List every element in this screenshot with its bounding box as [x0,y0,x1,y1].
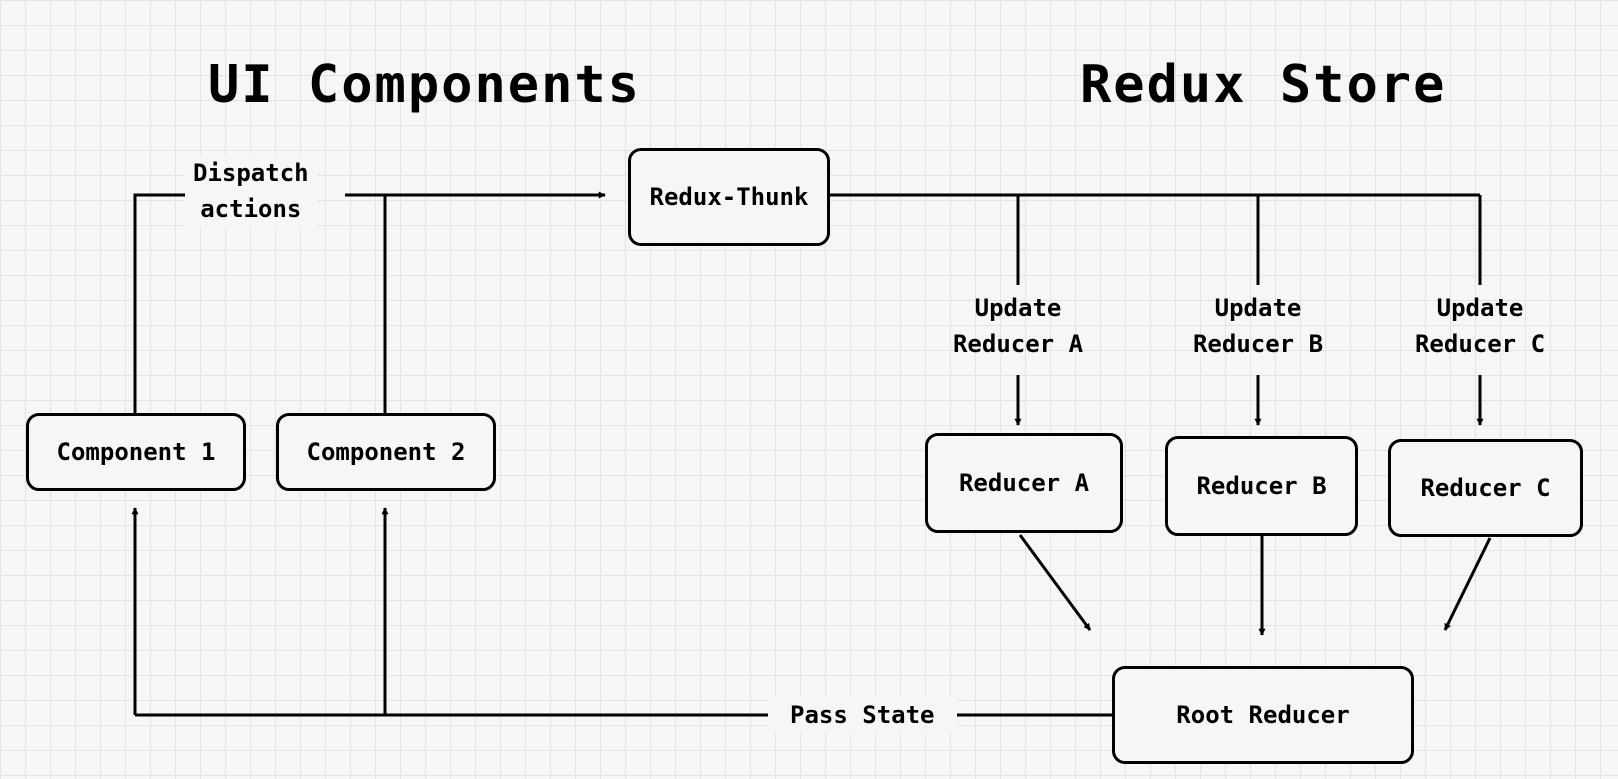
redux-thunk-node: Redux-Thunk [628,148,830,246]
update-a-line2: Reducer A [952,330,1084,358]
reducer-c-to-root-arrow [1443,537,1492,631]
dispatch-label-line2: actions [200,195,302,223]
dispatch-actions-label: Dispatch actions [185,155,317,227]
update-b-line1: Update [1214,294,1302,322]
dispatch-label-line1: Dispatch [193,159,309,187]
update-b-line2: Reducer B [1192,330,1324,358]
update-c-line2: Reducer C [1414,330,1546,358]
redux-store-heading: Redux Store [1080,55,1447,115]
update-reducer-b-label: Update Reducer B [1186,290,1330,362]
update-c-line1: Update [1436,294,1524,322]
ui-components-heading: UI Components [208,55,641,115]
reducer-c-node: Reducer C [1388,439,1583,537]
component-1-node: Component 1 [26,413,246,491]
root-reducer-node: Root Reducer [1112,666,1414,764]
pass-state-label: Pass State [768,697,957,733]
component-2-node: Component 2 [276,413,496,491]
reducer-b-node: Reducer B [1165,436,1358,536]
update-reducer-a-label: Update Reducer A [946,290,1090,362]
reducer-a-to-root-arrow [1018,534,1092,631]
update-reducer-c-label: Update Reducer C [1408,290,1552,362]
dispatch-line-component1 [133,193,185,415]
update-a-line1: Update [974,294,1062,322]
reducer-a-node: Reducer A [925,433,1123,533]
